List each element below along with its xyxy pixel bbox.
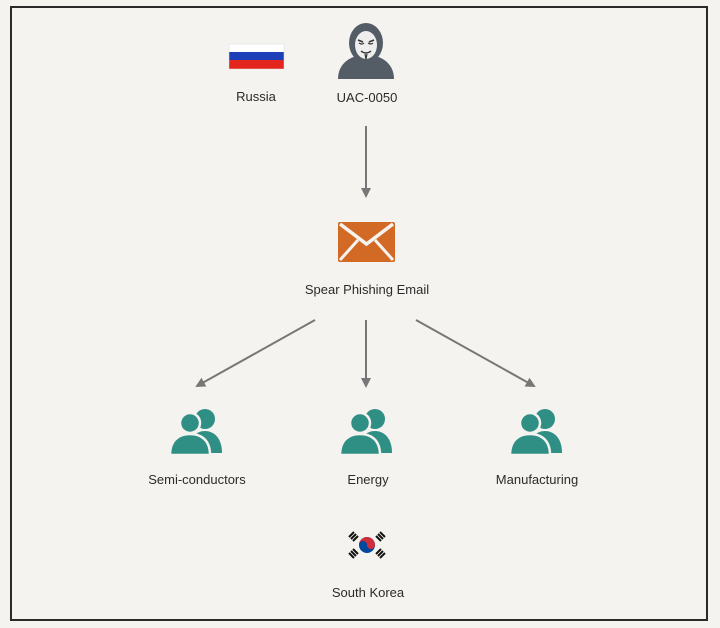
user-group-icon: [168, 409, 222, 457]
edge-email-to-manufacturing: [415, 319, 536, 387]
node-label-energy: Energy: [347, 472, 389, 487]
edge-email-to-semiconductors: [195, 319, 316, 387]
russia-flag-icon: [228, 43, 285, 70]
diagram-frame: [10, 6, 708, 621]
node-label-semiconductors: Semi-conductors: [148, 472, 246, 487]
south-korea-flag-icon: [347, 530, 387, 560]
node-label-russia: Russia: [236, 89, 276, 104]
envelope-icon: [338, 222, 395, 262]
user-group-icon: [508, 409, 562, 457]
user-group-icon: [338, 409, 392, 457]
node-label-manufacturing: Manufacturing: [495, 472, 579, 487]
node-label-actor: UAC-0050: [336, 90, 398, 105]
node-label-south-korea: South Korea: [331, 585, 405, 600]
hacker-mask-icon: [338, 23, 394, 79]
node-label-email: Spear Phishing Email: [304, 282, 430, 297]
